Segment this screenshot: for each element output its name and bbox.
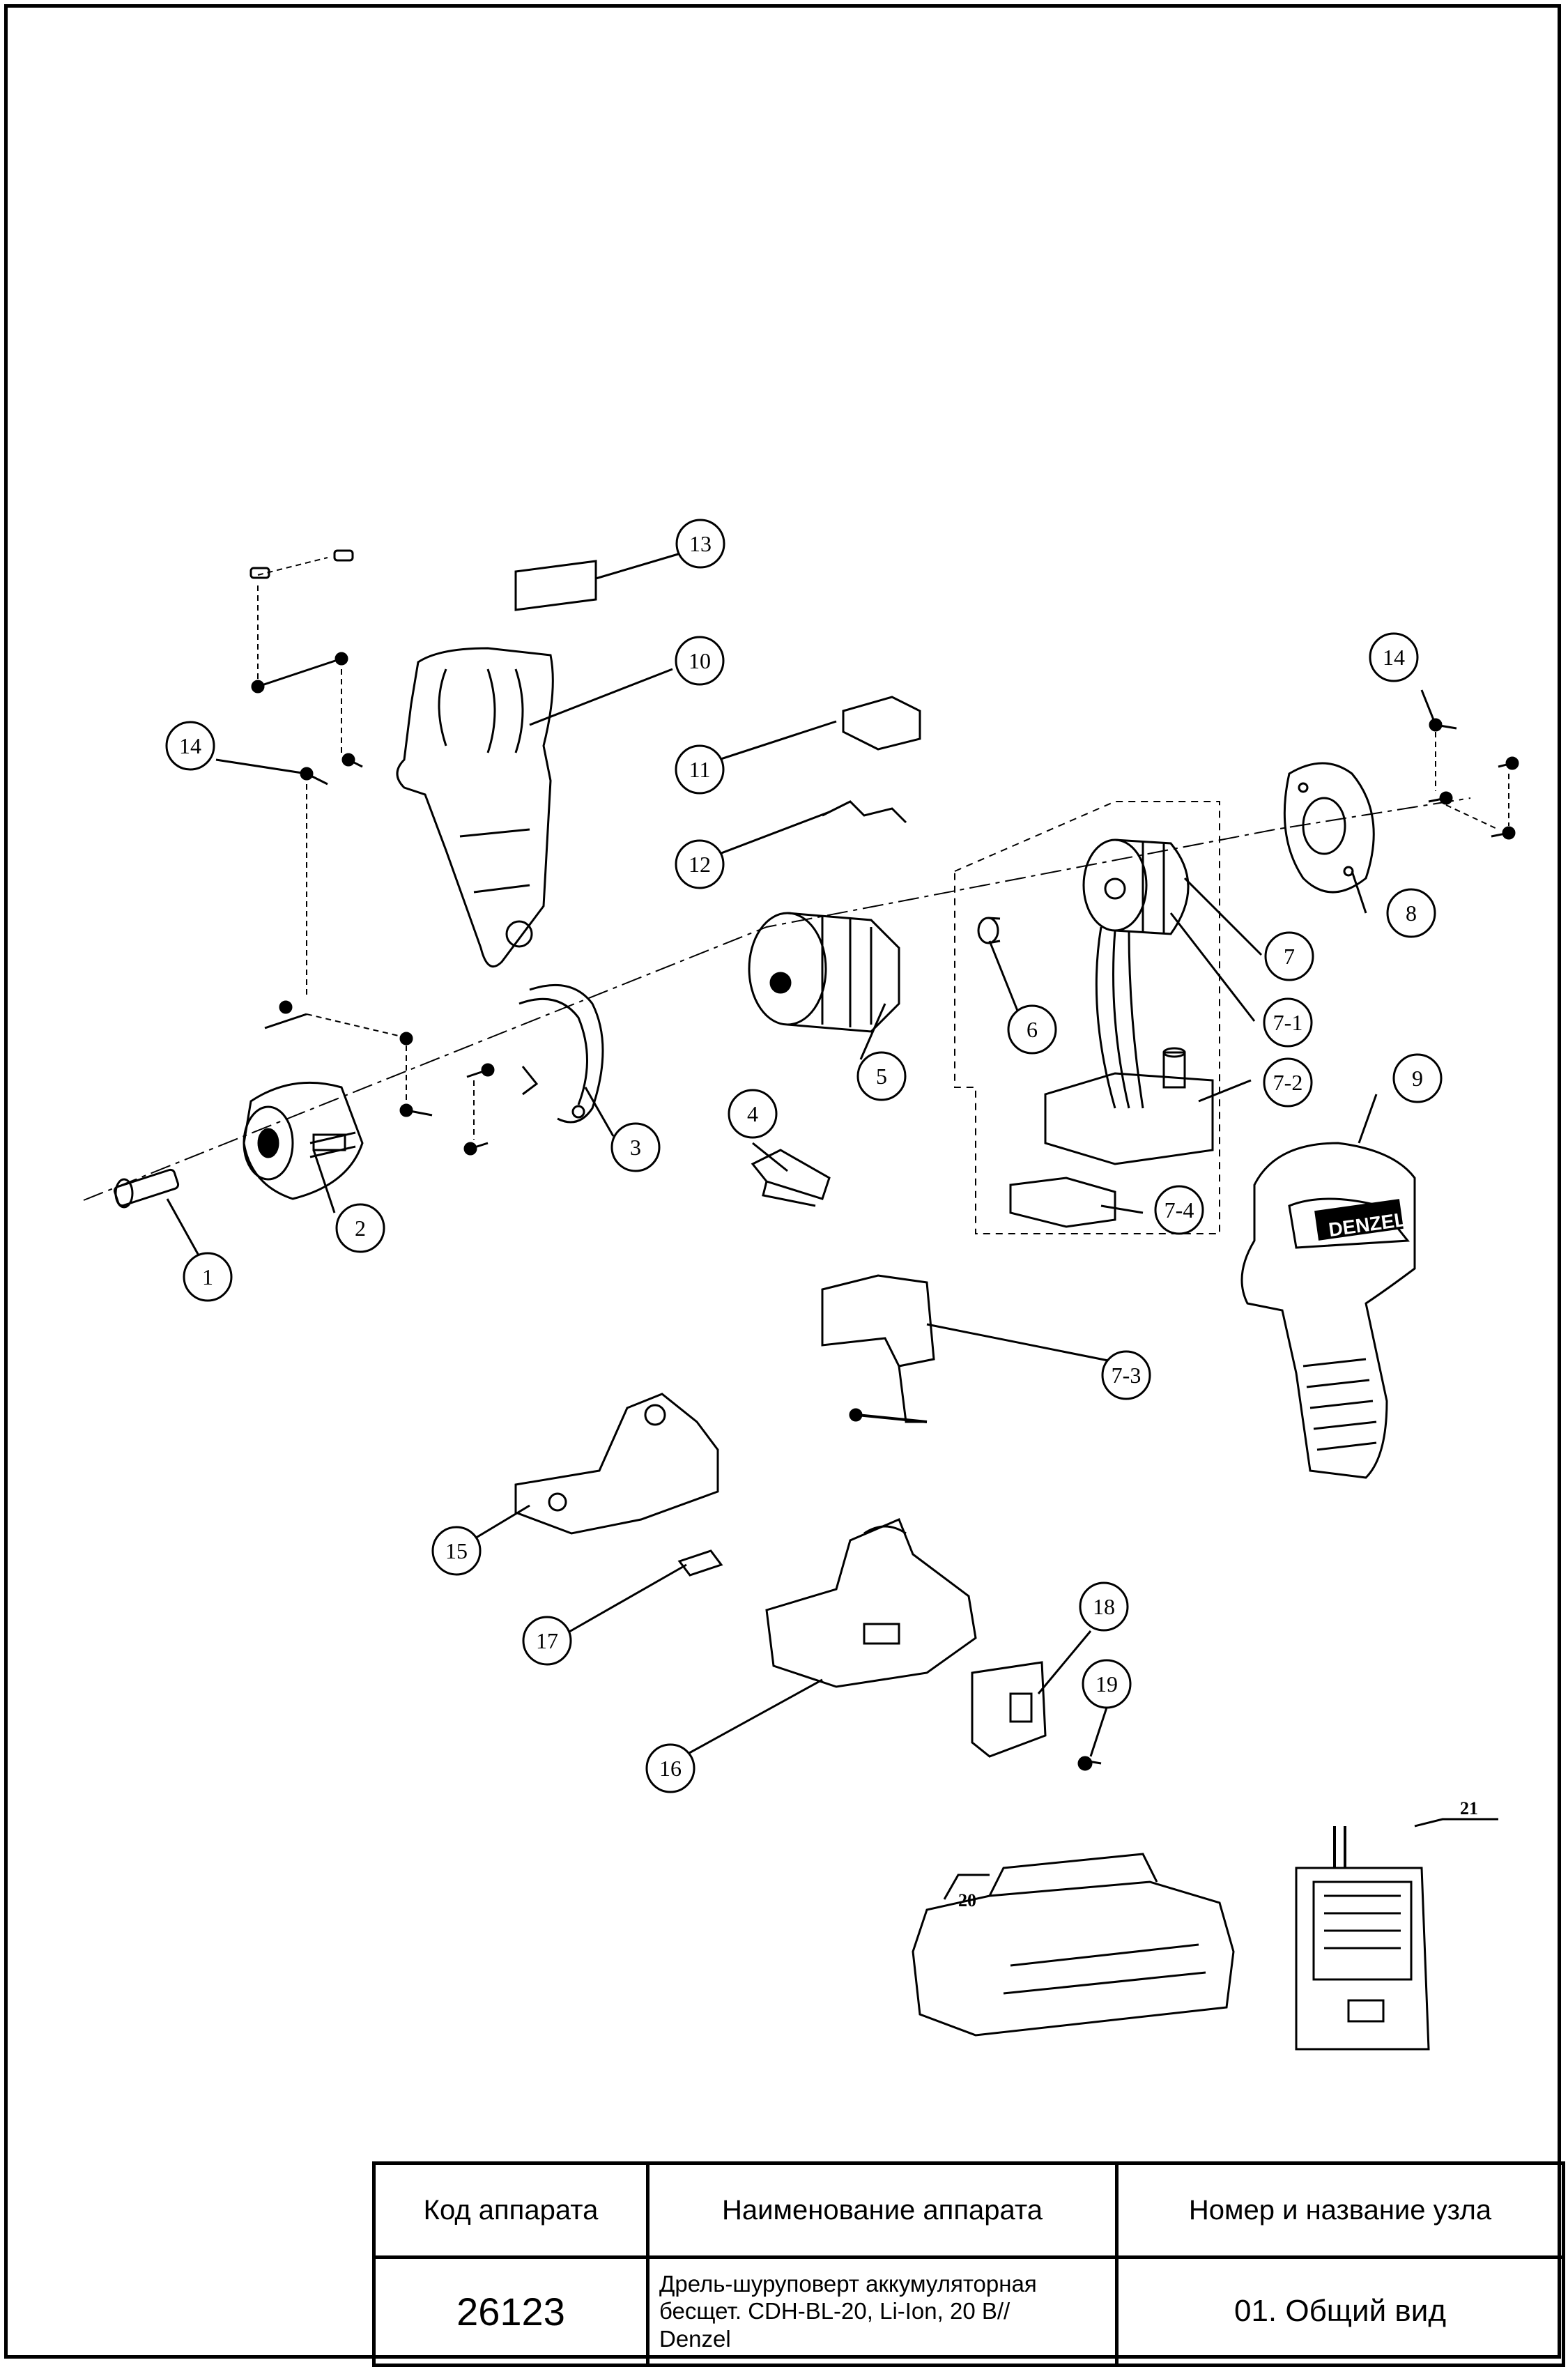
callout-10: 10 <box>675 636 725 686</box>
svg-text:8: 8 <box>1406 901 1417 926</box>
screws-group-left <box>249 549 495 1156</box>
svg-text:5: 5 <box>876 1064 887 1089</box>
svg-text:2: 2 <box>355 1216 366 1241</box>
motor-group-box <box>954 801 1220 1234</box>
part-7-4-board <box>1009 1177 1116 1228</box>
part-11-button <box>842 696 921 751</box>
callout-6: 6 <box>1007 1004 1057 1055</box>
callout-15: 15 <box>431 1526 482 1576</box>
callout-3: 3 <box>610 1122 661 1172</box>
svg-text:16: 16 <box>659 1756 682 1781</box>
svg-text:11: 11 <box>689 757 711 782</box>
device-name: Дрель-шуруповерт аккумуляторная бесщет. … <box>646 2255 1119 2367</box>
svg-text:6: 6 <box>1027 1017 1038 1042</box>
callout-7-1: 7-1 <box>1263 997 1313 1048</box>
part-12-spring <box>822 800 907 824</box>
label-20: 20 <box>958 1890 976 1910</box>
svg-text:7-3: 7-3 <box>1112 1363 1142 1388</box>
part-2-chuck <box>243 1081 364 1200</box>
header-node: Номер и название узла <box>1115 2161 1565 2259</box>
callouts: 1 2 3 4 5 6 7 7-1 7-2 7-3 7-4 8 9 10 11 … <box>165 519 1478 1910</box>
svg-text:18: 18 <box>1093 1594 1115 1619</box>
screws-group-right <box>1428 718 1519 840</box>
header-code: Код аппарата <box>372 2161 650 2259</box>
part-13-label <box>514 560 597 611</box>
device-code: 26123 <box>372 2255 650 2367</box>
svg-text:14: 14 <box>1383 645 1405 670</box>
part-15-inner-frame <box>514 1393 719 1535</box>
callout-12: 12 <box>675 839 725 889</box>
title-block: Код аппарата Наименование аппарата Номер… <box>372 2161 1565 2367</box>
callout-17: 17 <box>522 1616 572 1666</box>
callout-13: 13 <box>675 519 725 569</box>
header-name: Наименование аппарата <box>646 2161 1119 2259</box>
svg-text:14: 14 <box>179 733 201 758</box>
part-4-lever <box>751 1149 831 1207</box>
node-name: 01. Общий вид <box>1115 2255 1565 2367</box>
callout-2: 2 <box>335 1203 385 1253</box>
part-8-end-cap <box>1283 762 1375 894</box>
part-17-contact <box>677 1549 723 1577</box>
part-7-3-switch <box>821 1274 935 1423</box>
svg-text:15: 15 <box>445 1538 468 1563</box>
part-16-battery-block <box>765 1518 977 1688</box>
svg-text:1: 1 <box>202 1264 213 1289</box>
svg-text:13: 13 <box>689 531 712 556</box>
callout-8: 8 <box>1386 888 1436 938</box>
callout-14-left: 14 <box>165 721 215 771</box>
part-6-pinion <box>977 917 1001 944</box>
svg-text:12: 12 <box>689 852 711 877</box>
callout-19: 19 <box>1082 1659 1132 1709</box>
part-21-charger <box>1295 1826 1430 2051</box>
part-19-screw <box>1077 1756 1102 1771</box>
part-20-battery <box>912 1853 1235 2037</box>
part-3-clamp-ring <box>518 983 604 1124</box>
exploded-view-diagram: DENZEL <box>83 519 1519 2051</box>
svg-text:7-4: 7-4 <box>1165 1197 1194 1223</box>
svg-text:7-2: 7-2 <box>1273 1070 1303 1095</box>
charger-axis-line <box>899 1826 1178 1868</box>
svg-text:3: 3 <box>630 1135 641 1160</box>
callout-7-4: 7-4 <box>1154 1185 1204 1235</box>
part-18-belt-clip <box>971 1661 1047 1758</box>
part-7-2-base <box>1044 1047 1214 1165</box>
callout-7-3: 7-3 <box>1101 1350 1151 1400</box>
device-name-line: Denzel <box>659 2325 731 2352</box>
svg-text:10: 10 <box>689 648 711 673</box>
callout-14-right: 14 <box>1369 632 1419 682</box>
callout-9: 9 <box>1392 1053 1443 1103</box>
main-axis-line <box>83 797 1471 1201</box>
callout-4: 4 <box>728 1089 778 1139</box>
callout-1: 1 <box>183 1252 233 1302</box>
svg-text:4: 4 <box>747 1101 758 1126</box>
svg-text:19: 19 <box>1096 1671 1118 1696</box>
label-21: 21 <box>1460 1798 1478 1818</box>
callout-16: 16 <box>645 1743 695 1793</box>
part-10-housing-left <box>396 647 554 968</box>
svg-text:7: 7 <box>1284 944 1295 969</box>
part-5-gearbox <box>748 912 900 1033</box>
svg-text:7-1: 7-1 <box>1273 1010 1303 1035</box>
device-name-line: бесщет. CDH-BL-20, Li-Ion, 20 В// <box>659 2298 1010 2324</box>
part-1-screw <box>113 1168 180 1209</box>
callout-7-2: 7-2 <box>1263 1057 1313 1108</box>
callout-18: 18 <box>1079 1581 1129 1632</box>
callout-7: 7 <box>1264 931 1314 981</box>
callout-5: 5 <box>856 1051 907 1101</box>
part-7-1-motor <box>1082 838 1190 1109</box>
part-9-housing-right: DENZEL <box>1240 1142 1416 1479</box>
svg-text:17: 17 <box>536 1628 558 1653</box>
device-name-line: Дрель-шуруповерт аккумуляторная <box>659 2270 1037 2297</box>
svg-text:9: 9 <box>1412 1066 1423 1091</box>
callout-11: 11 <box>675 744 725 795</box>
